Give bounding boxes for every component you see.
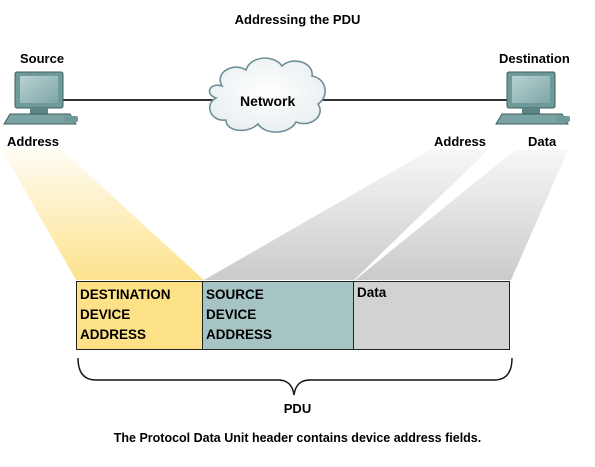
pdu-source-address-field: SOURCE DEVICE ADDRESS: [202, 281, 353, 350]
source-address-label: Address: [7, 134, 60, 149]
destination-label: Destination: [499, 51, 570, 66]
destination-address-label: Address: [434, 134, 487, 149]
diagram-title: Addressing the PDU: [234, 12, 361, 27]
pdu-divider: [202, 281, 203, 350]
network-label: Network: [240, 93, 296, 109]
pdu-divider: [353, 281, 354, 350]
network-cloud-icon: [208, 57, 326, 133]
source-computer-icon: [3, 71, 78, 125]
destination-data-label: Data: [528, 134, 557, 149]
pdu-field-text: Data: [357, 285, 387, 300]
pdu-data-field: Data: [353, 281, 510, 350]
pdu-brace: [77, 357, 513, 396]
diagram-caption: The Protocol Data Unit header contains d…: [113, 431, 482, 445]
pdu-field-text: ADDRESS: [206, 327, 273, 342]
pdu-label: PDU: [283, 401, 312, 416]
pdu-field-text: SOURCE: [206, 287, 264, 302]
pdu-field-text: DEVICE: [80, 307, 131, 322]
pdu-destination-address-field: DESTINATION DEVICE ADDRESS: [76, 281, 202, 350]
destination-computer-icon: [495, 71, 570, 125]
pdu-field-text: ADDRESS: [80, 327, 147, 342]
source-label: Source: [20, 51, 65, 66]
destination-address-beam: [204, 150, 488, 280]
destination-data-beam: [355, 150, 568, 280]
source-address-beam: [2, 150, 204, 280]
pdu-field-text: DESTINATION: [80, 287, 171, 302]
pdu-field-text: DEVICE: [206, 307, 257, 322]
